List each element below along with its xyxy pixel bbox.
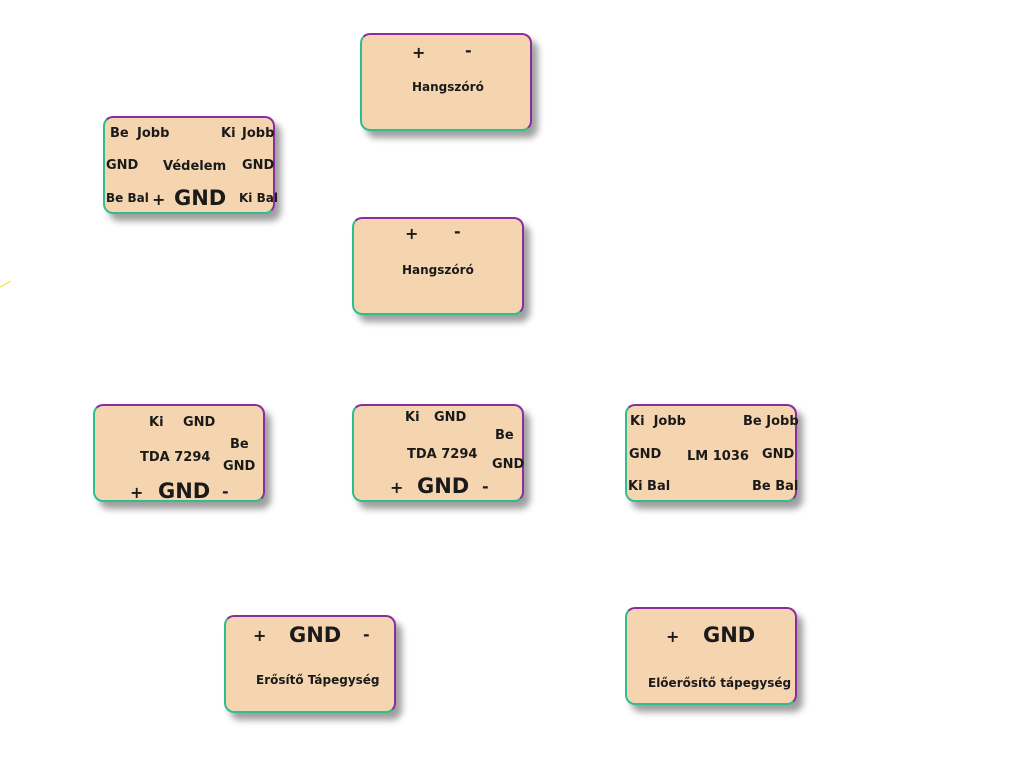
tone-title: LM 1036 — [687, 449, 749, 464]
amplifier-gnd-terminal: GND — [417, 474, 470, 498]
speaker-minus-terminal: - — [465, 41, 472, 60]
amplifier-title: TDA 7294 — [407, 447, 478, 462]
psu-title: Erősítő Tápegység — [256, 673, 380, 687]
protection-plus-terminal: + — [152, 190, 166, 209]
protection-be-bal-label: Be Bal — [106, 191, 149, 205]
protection-gnd-right-label: GND — [242, 158, 275, 173]
protection-jobb-out-label: Jobb — [242, 126, 275, 141]
protection-ki-bal-label: Ki Bal — [239, 191, 278, 205]
tone-gnd-right-label: GND — [762, 447, 795, 462]
protection-be-label: Be — [110, 126, 129, 141]
amplifier-be-label: Be — [495, 428, 514, 443]
amplifier-gnd-terminal: GND — [158, 479, 211, 503]
preamp-psu-gnd-terminal: GND — [703, 623, 756, 647]
amplifier-gnd-top-label: GND — [434, 410, 467, 425]
protection-title: Védelem — [163, 159, 227, 174]
amplifier-gnd-top-label: GND — [183, 415, 216, 430]
speaker-title: Hangszóró — [402, 263, 474, 277]
tone-ki-bal-label: Ki Bal — [628, 479, 671, 494]
amplifier-minus-terminal: - — [222, 482, 229, 501]
tone-ki-jobb-label: Ki Jobb — [630, 414, 686, 429]
speaker-block-middle[interactable]: + - Hangszóró — [352, 217, 524, 315]
amplifier-ki-label: Ki — [405, 410, 420, 425]
preamp-psu-plus-terminal: + — [666, 627, 680, 646]
psu-gnd-terminal: GND — [289, 623, 342, 647]
tone-be-bal-label: Be Bal — [752, 479, 799, 494]
speaker-plus-terminal: + — [405, 224, 419, 243]
amplifier-gnd-right-label: GND — [492, 457, 525, 472]
amplifier-title: TDA 7294 — [140, 450, 211, 465]
psu-plus-terminal: + — [253, 626, 267, 645]
preamp-power-supply-block[interactable]: + GND Előerősítő tápegység — [625, 607, 797, 705]
amplifier-block-left[interactable]: Ki GND Be TDA 7294 GND + GND - — [93, 404, 265, 502]
tone-gnd-left-label: GND — [629, 447, 662, 462]
protection-gnd-terminal: GND — [174, 186, 227, 210]
amplifier-plus-terminal: + — [130, 483, 144, 502]
amplifier-be-label: Be — [230, 437, 249, 452]
amplifier-minus-terminal: - — [482, 477, 489, 496]
amplifier-gnd-right-label: GND — [223, 459, 256, 474]
protection-jobb-in-label: Jobb — [137, 126, 170, 141]
amplifier-block-right[interactable]: Ki GND Be TDA 7294 GND + GND - — [352, 404, 524, 502]
protection-ki-label: Ki — [221, 126, 236, 141]
speaker-plus-terminal: + — [412, 43, 426, 62]
amplifier-power-supply-block[interactable]: + GND - Erősítő Tápegység — [224, 615, 396, 713]
tone-control-block[interactable]: Ki Jobb Be Jobb GND LM 1036 GND Ki Bal B… — [625, 404, 799, 502]
amplifier-ki-label: Ki — [149, 415, 164, 430]
amplifier-plus-terminal: + — [390, 478, 404, 497]
speaker-block-top[interactable]: + - Hangszóró — [360, 33, 532, 131]
psu-minus-terminal: - — [363, 625, 370, 644]
preamp-psu-title: Előerősítő tápegység — [648, 676, 792, 690]
protection-block[interactable]: Be Jobb Ki Jobb GND Védelem GND Be Bal +… — [103, 116, 278, 214]
stray-line — [0, 280, 12, 288]
protection-gnd-left-label: GND — [106, 158, 139, 173]
speaker-title: Hangszóró — [412, 80, 484, 94]
speaker-minus-terminal: - — [454, 222, 461, 241]
tone-be-jobb-label: Be Jobb — [743, 414, 799, 429]
